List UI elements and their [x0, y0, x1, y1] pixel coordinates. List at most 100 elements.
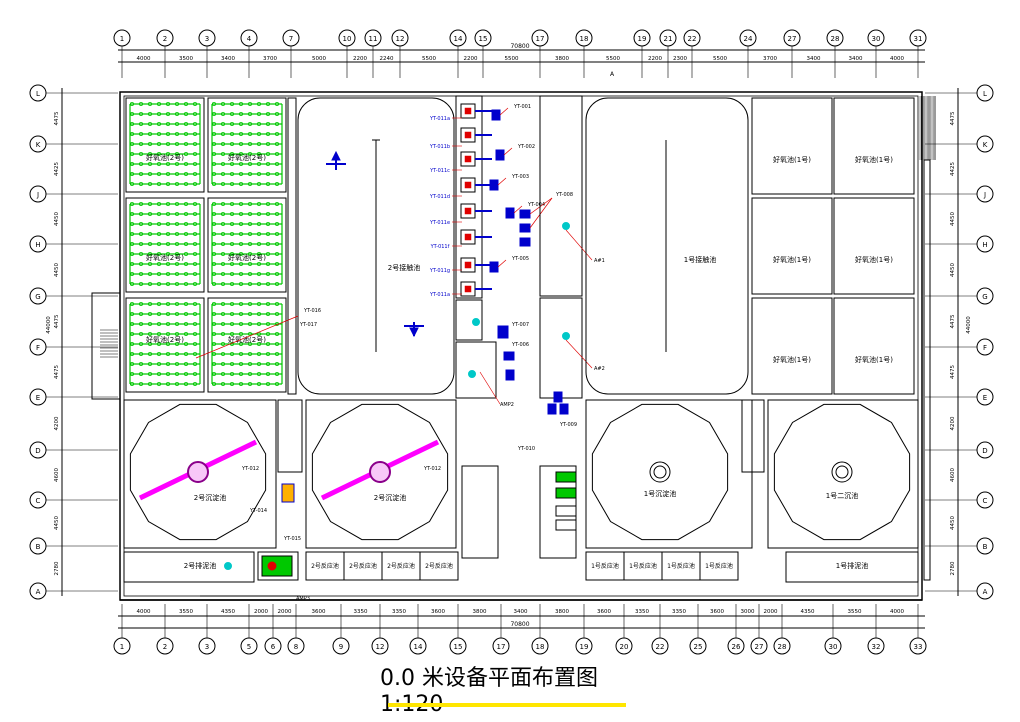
dim-value-top: 2200 [353, 56, 367, 62]
control-panel [555, 519, 577, 531]
filter-nozzle [238, 241, 243, 246]
filter-nozzle [174, 161, 179, 166]
filter-nozzle [229, 321, 234, 326]
filter-nozzle [238, 251, 243, 256]
dim-value-top: 4000 [890, 56, 904, 62]
room-label-pool2: 2号排泥池 [184, 561, 216, 570]
axis-label-bottom: 6 [271, 643, 276, 651]
filter-nozzle [265, 151, 270, 156]
filter-nozzle [229, 351, 234, 356]
filter-nozzle [192, 151, 197, 156]
filter-nozzle [229, 141, 234, 146]
filter-nozzle [274, 151, 279, 156]
axis-label-top: 24 [744, 35, 753, 43]
room-label-small2: 2号反应池 [387, 562, 415, 570]
filter-nozzle [256, 171, 261, 176]
filter-nozzle [238, 341, 243, 346]
filter-nozzle [138, 201, 143, 206]
filter-nozzle [183, 102, 188, 107]
filter-nozzle [274, 181, 279, 186]
narrow-room [277, 399, 303, 473]
filter-nozzle [165, 231, 170, 236]
filter-nozzle [156, 271, 161, 276]
valve-block [519, 209, 531, 219]
room-label-small2: 2号反应池 [311, 562, 339, 570]
filter-nozzle [183, 141, 188, 146]
dim-value-top: 3400 [807, 56, 821, 62]
filter-nozzle [174, 301, 179, 306]
pump-unit [281, 483, 295, 503]
axis-label-bottom: 18 [536, 643, 545, 651]
control-panel [555, 471, 577, 483]
axis-label-top: 14 [454, 35, 463, 43]
room-label-filter1: 好氧池(1号) [855, 255, 893, 264]
filter-nozzle [274, 221, 279, 226]
tag-leader [497, 259, 507, 268]
filter-nozzle [220, 241, 225, 246]
filter-nozzle [274, 341, 279, 346]
dim-value-bottom: 3550 [848, 609, 862, 615]
tag-leader [529, 197, 553, 215]
filter-nozzle [238, 201, 243, 206]
filter-nozzle [256, 122, 261, 127]
filter-nozzle [274, 361, 279, 366]
filter-nozzle [183, 251, 188, 256]
tag-yt012b: YT-012 [423, 466, 441, 472]
dim-value-left: 4450 [54, 516, 60, 530]
axis-label-bottom: 1 [120, 643, 124, 651]
filter-nozzle [247, 301, 252, 306]
filter-nozzle [238, 102, 243, 107]
filter-nozzle [274, 281, 279, 286]
filter-nozzle [220, 231, 225, 236]
dim-value-top: 2200 [648, 56, 662, 62]
tag-yt017: YT-017 [299, 322, 317, 328]
filter-nozzle [183, 171, 188, 176]
filter-nozzle [183, 112, 188, 117]
filter-nozzle [174, 351, 179, 356]
filter-nozzle [138, 122, 143, 127]
axis-label-left: H [35, 241, 40, 249]
axis-label-top: 21 [664, 35, 673, 43]
dim-value-right: 4475 [950, 365, 956, 379]
dim-value-top: 3700 [763, 56, 777, 62]
filter-nozzle [274, 311, 279, 316]
filter-nozzle [156, 381, 161, 386]
dim-value-right: 4600 [950, 468, 956, 482]
filter-nozzle [238, 301, 243, 306]
filter-nozzle [183, 261, 188, 266]
room-label-clar1a: 1号沉淀池 [644, 489, 676, 498]
filter-nozzle [247, 321, 252, 326]
filter-nozzle [274, 211, 279, 216]
room-label-filter2-a: 好氧池(2号) [146, 153, 184, 162]
filter-nozzle [274, 102, 279, 107]
filter-nozzle [274, 171, 279, 176]
filter-nozzle [192, 241, 197, 246]
dim-value-bottom: 4350 [801, 609, 815, 615]
dim-value-right: 4475 [950, 314, 956, 328]
filter-nozzle [247, 361, 252, 366]
axis-label-left: G [35, 293, 40, 301]
filter-nozzle [238, 381, 243, 386]
axis-label-top: 2 [163, 35, 167, 43]
filter-nozzle [147, 271, 152, 276]
filter-nozzle [256, 221, 261, 226]
filter-nozzle [220, 201, 225, 206]
filter-nozzle [174, 211, 179, 216]
filter-nozzle [238, 211, 243, 216]
filter-nozzle [220, 211, 225, 216]
filter-nozzle [256, 231, 261, 236]
filter-nozzle [256, 281, 261, 286]
filter-nozzle [247, 102, 252, 107]
filter-nozzle [238, 271, 243, 276]
tag-yt011: YT-011a [429, 116, 450, 122]
room-label-filter1: 好氧池(1号) [855, 355, 893, 364]
filter-nozzle [165, 112, 170, 117]
dim-value-left: 4600 [54, 468, 60, 482]
filter-nozzle [147, 181, 152, 186]
dim-total-right: 44000 [966, 316, 972, 334]
filter-nozzle [265, 381, 270, 386]
room-label-small1: 1号反应池 [667, 562, 695, 570]
filter-nozzle [147, 371, 152, 376]
filter-nozzle [192, 271, 197, 276]
